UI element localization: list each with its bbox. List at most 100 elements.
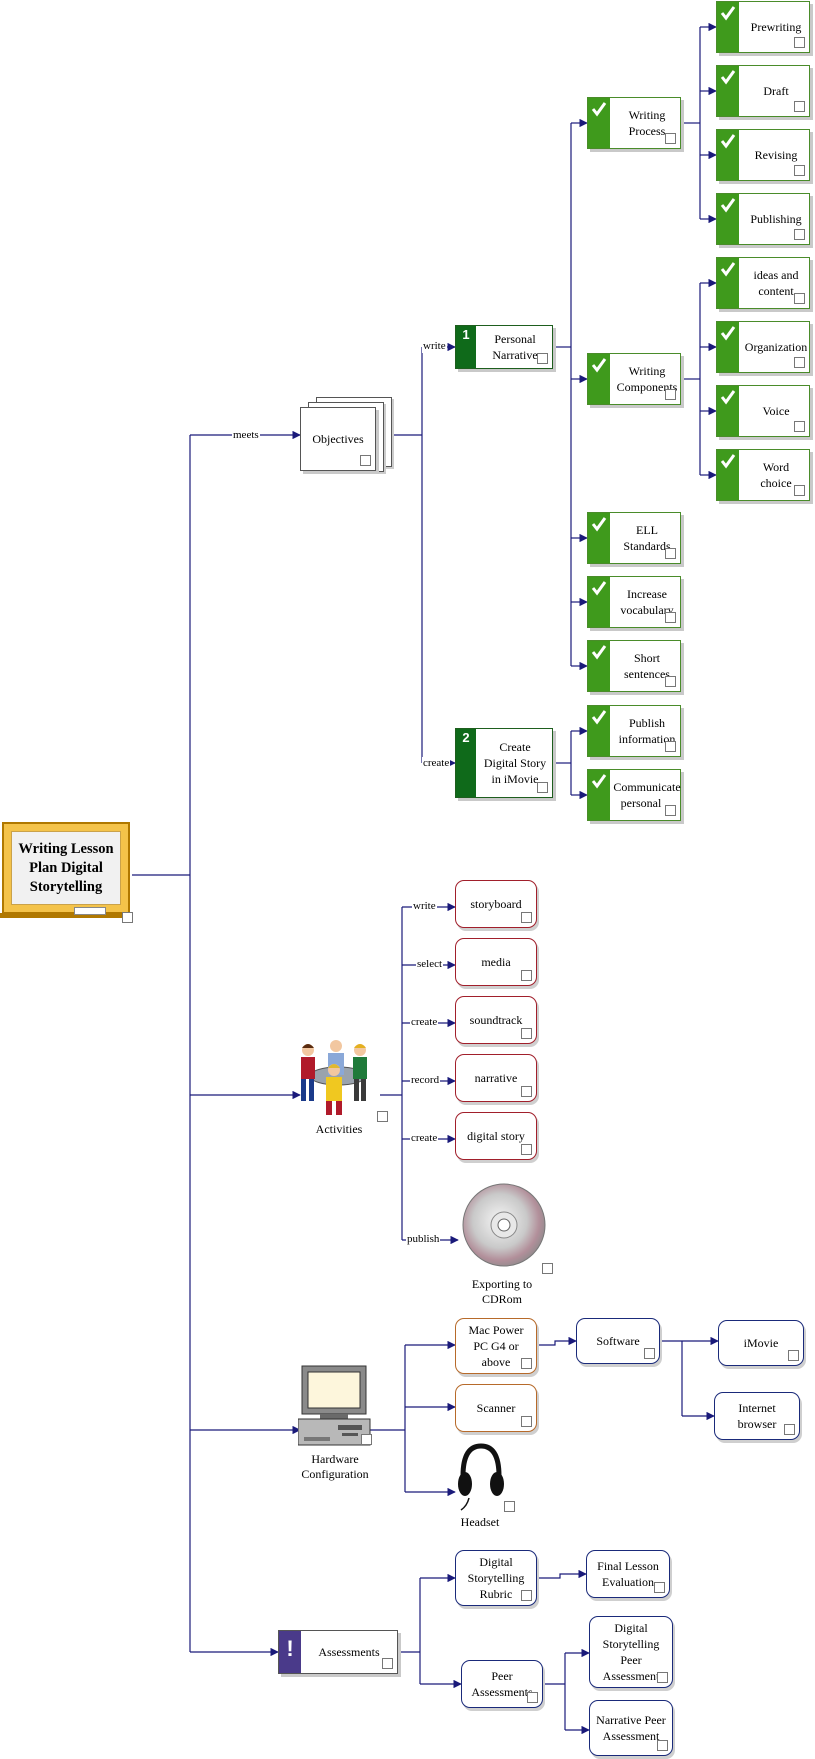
root-topic[interactable]: Writing Lesson Plan Digital Storytelling [0,822,133,923]
task-checkbox[interactable] [794,293,805,304]
create-digital-story-node[interactable]: 2 Create Digital Story in iMovie [455,728,553,798]
checkmark-icon [588,706,610,756]
narrative-peer-assessment-node[interactable]: Narrative Peer Assessment [589,1700,673,1756]
mac-node[interactable]: Mac Power PC G4 or above [455,1318,537,1374]
task-checkbox[interactable] [521,1416,532,1427]
task-checkbox[interactable] [122,912,133,923]
activity-node[interactable]: narrative [455,1054,537,1102]
rubric-node[interactable]: Digital Storytelling Rubric [455,1550,537,1606]
task-checkbox[interactable] [794,165,805,176]
cdrom-node[interactable] [461,1182,553,1274]
node-label: Short sentences [624,651,670,681]
component-node[interactable]: Organization [716,321,810,373]
checkmark-icon [588,354,610,404]
final-evaluation-node[interactable]: Final Lesson Evaluation [586,1550,670,1598]
task-checkbox[interactable] [665,805,676,816]
process-step-node[interactable]: Revising [716,129,810,181]
task-checkbox[interactable] [382,1658,393,1669]
writing-process-node[interactable]: Writing Process [587,97,681,149]
software-node[interactable]: Software [576,1318,660,1364]
internet-browser-node[interactable]: Internet browser [714,1392,800,1440]
process-step-node[interactable]: Publishing [716,193,810,245]
task-checkbox[interactable] [784,1424,795,1435]
task-checkbox[interactable] [665,389,676,400]
peer-assessments-node[interactable]: Peer Assessments [461,1660,543,1708]
component-node[interactable]: Voice [716,385,810,437]
task-checkbox[interactable] [654,1582,665,1593]
checkmark-icon [717,386,739,436]
task-checkbox[interactable] [794,421,805,432]
task-checkbox[interactable] [665,676,676,687]
scanner-node[interactable]: Scanner [455,1384,537,1432]
activity-node[interactable]: digital story [455,1112,537,1160]
task-checkbox[interactable] [665,548,676,559]
checkmark-icon [717,66,739,116]
task-checkbox[interactable] [644,1348,655,1359]
task-checkbox[interactable] [794,229,805,240]
checkmark-icon [717,258,739,308]
component-node[interactable]: Word choice [716,449,810,501]
task-checkbox[interactable] [360,455,371,466]
assessments-node[interactable]: ! Assessments [278,1630,398,1674]
task-checkbox[interactable] [527,1692,538,1703]
task-checkbox[interactable] [665,741,676,752]
task-checkbox[interactable] [521,1358,532,1369]
communicate-personal-node[interactable]: Communicate personal ... [587,769,681,821]
node-label: Writing Process [628,108,666,138]
ds-peer-assessment-node[interactable]: Digital Storytelling Peer Assessment [589,1616,673,1688]
objectives-node[interactable]: Objectives [300,397,396,477]
personal-narrative-node[interactable]: 1 Personal Narrative [455,325,553,369]
writing-components-node[interactable]: Writing Components [587,353,681,405]
headset-caption: Headset [460,1515,500,1529]
checkmark-icon [717,450,739,500]
task-checkbox[interactable] [504,1501,515,1512]
imovie-node[interactable]: iMovie [718,1320,804,1366]
task-checkbox[interactable] [665,612,676,623]
task-checkbox[interactable] [521,1144,532,1155]
task-checkbox[interactable] [794,101,805,112]
task-checkbox[interactable] [521,1590,532,1601]
process-step-node[interactable]: Prewriting [716,1,810,53]
process-step-node[interactable]: Draft [716,65,810,117]
task-checkbox[interactable] [794,485,805,496]
task-checkbox[interactable] [537,782,548,793]
short-sentences-node[interactable]: Short sentences [587,640,681,692]
task-checkbox[interactable] [377,1111,388,1122]
node-label: media [481,955,511,969]
task-checkbox[interactable] [657,1672,668,1683]
increase-vocabulary-node[interactable]: Increase vocabulary [587,576,681,628]
hardware-caption: Hardware Configuration [301,1452,369,1481]
publish-information-node[interactable]: Publish information [587,705,681,757]
task-checkbox[interactable] [542,1263,553,1274]
node-label: Word choice [760,460,792,490]
task-checkbox[interactable] [521,970,532,981]
task-checkbox[interactable] [521,1028,532,1039]
activities-node[interactable] [296,1040,388,1122]
node-label: digital story [467,1129,525,1143]
priority-2-badge: 2 [456,729,476,797]
activity-node[interactable]: soundtrack [455,996,537,1044]
node-label: Prewriting [750,20,802,34]
node-label: Create Digital Story in iMovie [483,740,547,786]
activity-node[interactable]: media [455,938,537,986]
checkmark-icon [588,513,610,563]
ell-standards-node[interactable]: ELL Standards [587,512,681,564]
cdrom-caption: Exporting to CDRom [471,1277,533,1306]
task-checkbox[interactable] [537,353,548,364]
task-checkbox[interactable] [788,1350,799,1361]
activity-node[interactable]: storyboard [455,880,537,928]
node-label: Publishing [750,212,802,226]
objectives-label: Objectives [312,432,364,446]
headset-node[interactable] [455,1442,515,1512]
hardware-node[interactable] [297,1365,372,1447]
task-checkbox[interactable] [794,357,805,368]
task-checkbox[interactable] [521,912,532,923]
component-node[interactable]: ideas and content [716,257,810,309]
task-checkbox[interactable] [665,133,676,144]
task-checkbox[interactable] [657,1740,668,1751]
task-checkbox[interactable] [794,37,805,48]
task-checkbox[interactable] [361,1434,372,1445]
task-checkbox[interactable] [521,1086,532,1097]
